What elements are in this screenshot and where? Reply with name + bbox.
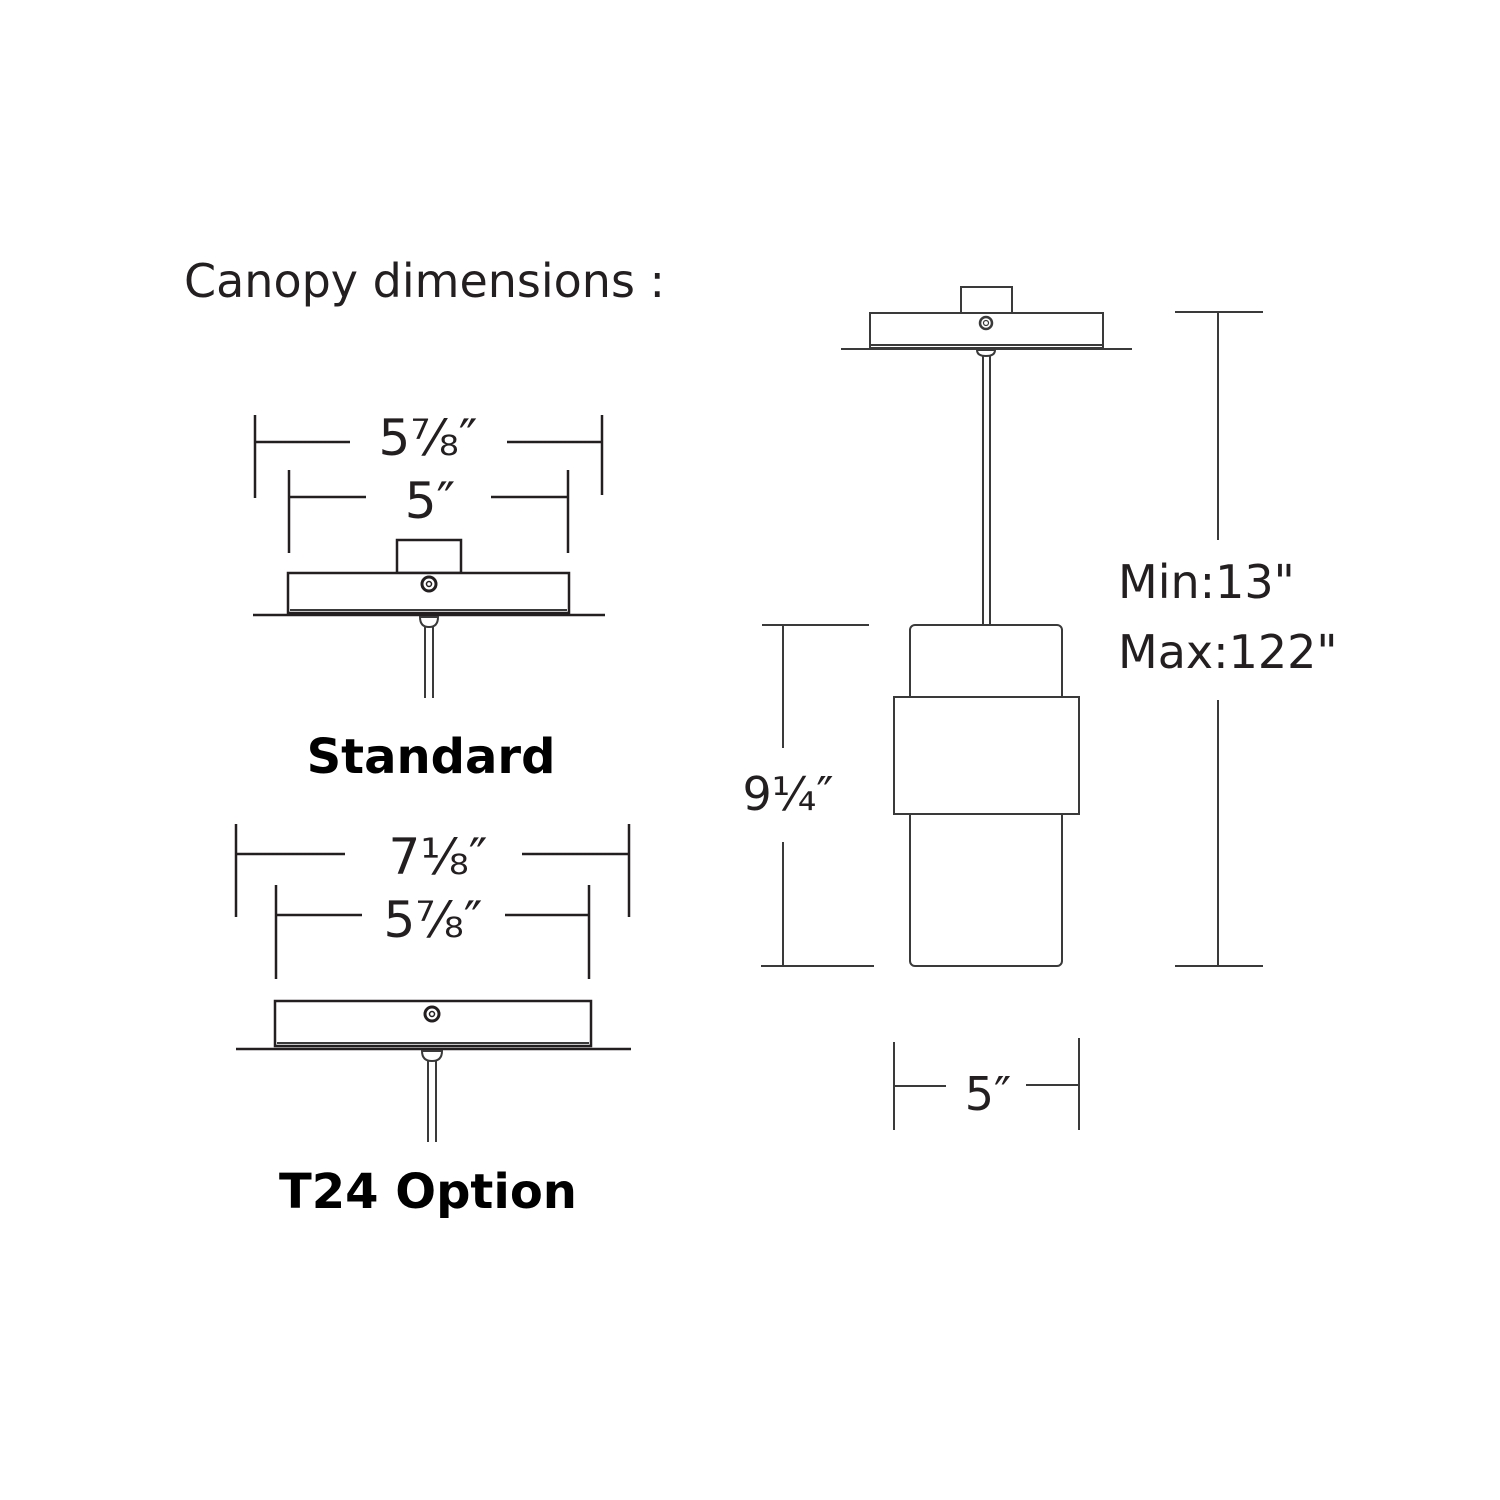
diagram-title: Canopy dimensions : (184, 254, 665, 308)
standard-canopy-label: Standard (307, 729, 556, 785)
standard-canopy-drawing: 5⅞″ 5″ Standard (253, 409, 605, 785)
pendant-fixture-drawing: 9¼″ 5″ Min:13" Max:122" (742, 286, 1338, 1130)
shade-width-label: 5″ (965, 1067, 1011, 1121)
fixture-cord-grip (975, 349, 997, 358)
t24-canopy-label: T24 Option (279, 1164, 577, 1220)
t24-set-screw-icon (423, 1005, 441, 1023)
shade-height-label: 9¼″ (742, 767, 833, 821)
standard-set-screw-icon (420, 575, 438, 593)
shade-width-dimension: 5″ (893, 1038, 1080, 1130)
t24-inner-width-label: 5⅞″ (384, 891, 483, 949)
fixture-shade-band (893, 696, 1080, 815)
t24-canopy-drawing: 7⅛″ 5⅞″ T24 Option (234, 824, 631, 1220)
standard-cord-grip (418, 616, 440, 629)
overall-height-dimension: Min:13" Max:122" (1118, 311, 1338, 967)
standard-outer-width-label: 5⅞″ (379, 409, 478, 467)
t24-inner-width-dimension: 5⅞″ (274, 885, 591, 979)
fixture-junction-cap (960, 286, 1013, 314)
overall-height-max-label: Max:122" (1118, 625, 1338, 679)
t24-outer-width-label: 7⅛″ (389, 828, 488, 886)
standard-outer-width-dimension: 5⅞″ (253, 409, 604, 498)
standard-canopy-plate (286, 571, 571, 615)
standard-inner-width-label: 5″ (405, 472, 456, 530)
overall-height-min-label: Min:13" (1118, 555, 1295, 609)
shade-height-dimension: 9¼″ (742, 624, 874, 967)
t24-cord-grip (420, 1050, 444, 1063)
fixture-set-screw-icon (978, 315, 994, 331)
standard-inner-width-dimension: 5″ (287, 470, 570, 553)
t24-outer-width-dimension: 7⅛″ (234, 824, 631, 917)
standard-junction-cap (395, 538, 463, 575)
